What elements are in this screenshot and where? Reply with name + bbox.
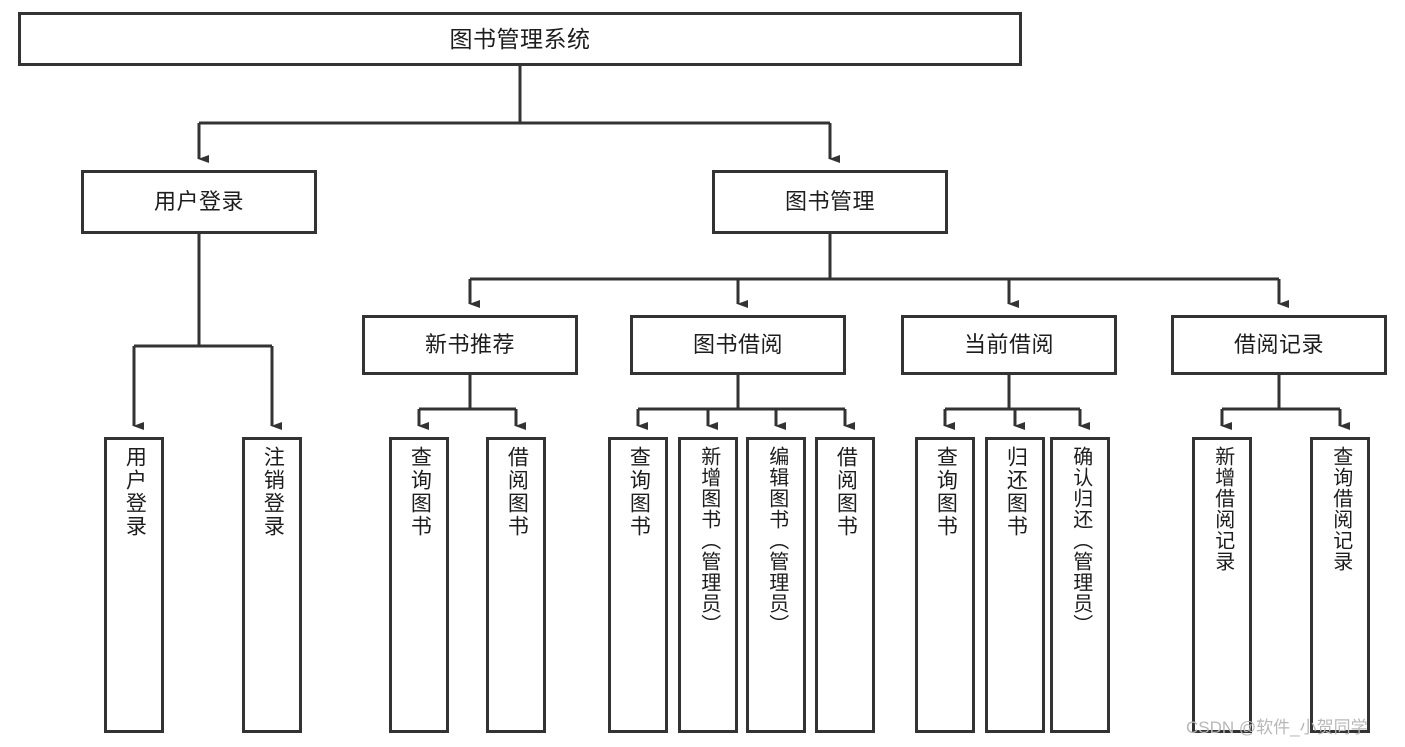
node-leaf-br-query[interactable]: 查询借阅记录 <box>1310 437 1370 733</box>
node-label-leaf-bb-add: 新增图书（管理员） <box>697 446 720 635</box>
node-label-leaf-br-query: 查询借阅记录 <box>1329 446 1352 572</box>
node-label-user-login: 用户登录 <box>153 189 244 215</box>
node-new-book-rec[interactable]: 新书推荐 <box>362 315 578 375</box>
node-borrow-record[interactable]: 借阅记录 <box>1171 315 1387 375</box>
node-label-leaf-user-login: 用户登录 <box>123 446 147 538</box>
node-leaf-user-login[interactable]: 用户登录 <box>104 437 164 733</box>
node-leaf-rec-borrow[interactable]: 借阅图书 <box>486 437 546 733</box>
node-book-manage[interactable]: 图书管理 <box>712 170 948 234</box>
node-leaf-bb-edit[interactable]: 编辑图书（管理员） <box>746 437 806 733</box>
node-label-book-borrow: 图书借阅 <box>692 332 783 358</box>
node-label-current-borrow: 当前借阅 <box>963 332 1054 358</box>
node-leaf-cb-confirm[interactable]: 确认归还（管理员） <box>1050 437 1110 733</box>
node-root[interactable]: 图书管理系统 <box>18 12 1022 66</box>
node-book-borrow[interactable]: 图书借阅 <box>630 315 846 375</box>
node-leaf-bb-borrow[interactable]: 借阅图书 <box>815 437 875 733</box>
node-label-leaf-cb-return: 归还图书 <box>1004 446 1028 538</box>
node-label-leaf-br-add: 新增借阅记录 <box>1211 446 1234 572</box>
node-label-leaf-bb-edit: 编辑图书（管理员） <box>765 446 788 635</box>
node-label-borrow-record: 借阅记录 <box>1233 332 1324 358</box>
node-label-root: 图书管理系统 <box>449 25 591 52</box>
node-leaf-user-logout[interactable]: 注销登录 <box>242 437 302 733</box>
node-current-borrow[interactable]: 当前借阅 <box>901 315 1117 375</box>
node-leaf-br-add[interactable]: 新增借阅记录 <box>1192 437 1252 733</box>
node-leaf-cb-return[interactable]: 归还图书 <box>985 437 1045 733</box>
csdn-watermark: CSDN @软件_小贺同学 <box>1186 718 1368 737</box>
node-label-new-book-rec: 新书推荐 <box>424 332 515 358</box>
node-leaf-bb-add[interactable]: 新增图书（管理员） <box>678 437 738 733</box>
node-label-leaf-user-logout: 注销登录 <box>261 446 285 538</box>
node-label-leaf-rec-query: 查询图书 <box>408 446 432 538</box>
node-label-leaf-cb-confirm: 确认归还（管理员） <box>1069 446 1092 635</box>
node-label-leaf-rec-borrow: 借阅图书 <box>505 446 529 538</box>
node-leaf-cb-query[interactable]: 查询图书 <box>915 437 975 733</box>
node-leaf-bb-query[interactable]: 查询图书 <box>608 437 668 733</box>
node-label-leaf-bb-borrow: 借阅图书 <box>834 446 858 538</box>
node-leaf-rec-query[interactable]: 查询图书 <box>389 437 449 733</box>
node-label-book-manage: 图书管理 <box>784 189 875 215</box>
node-user-login[interactable]: 用户登录 <box>81 170 317 234</box>
node-label-leaf-bb-query: 查询图书 <box>627 446 651 538</box>
node-label-leaf-cb-query: 查询图书 <box>934 446 958 538</box>
